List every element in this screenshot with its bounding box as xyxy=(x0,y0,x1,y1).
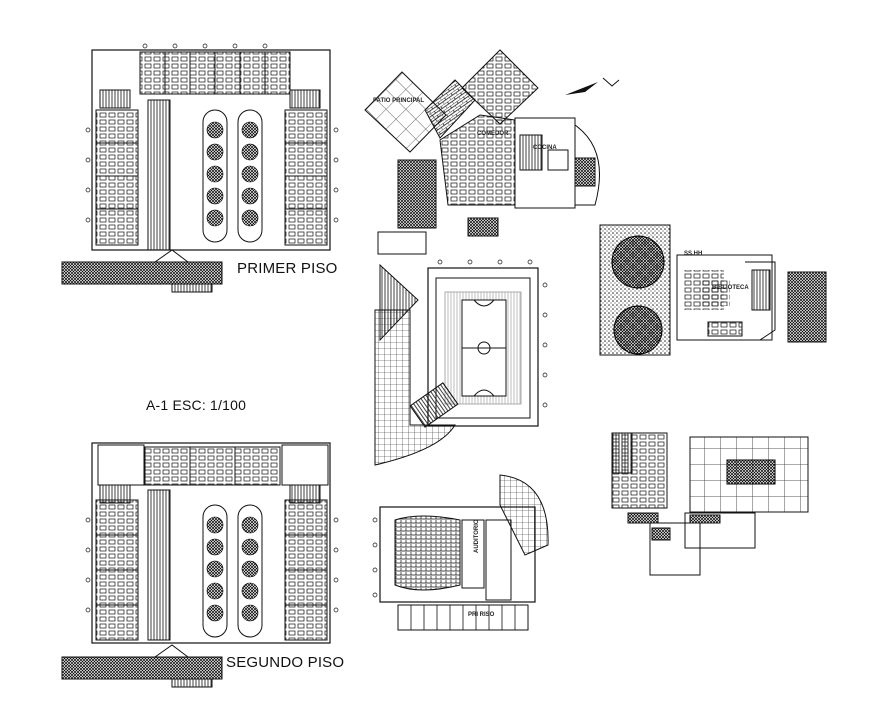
room-label-sshh: SS.HH xyxy=(684,251,703,257)
room-label-auditorio: AUDITORIO xyxy=(474,519,480,553)
first-floor-plan xyxy=(61,43,339,293)
room-label-patio: PATIO PRINCIPAL xyxy=(373,98,424,104)
dining-kitchen-plan xyxy=(364,49,620,237)
second-floor-label: SEGUNDO PISO xyxy=(226,654,345,671)
room-label-piso: PRI RISO xyxy=(468,612,495,618)
second-floor-plan xyxy=(61,442,339,688)
annex-plan xyxy=(611,432,809,576)
sports-court-plan xyxy=(374,231,548,466)
room-label-biblioteca: BIBLIOTECA xyxy=(712,285,749,291)
room-label-comedor: COMEDOR xyxy=(477,131,509,137)
scale-note: A-1 ESC: 1/100 xyxy=(146,397,247,413)
auditorium-plan xyxy=(372,474,549,631)
first-floor-label: PRIMER PISO xyxy=(237,260,338,277)
room-label-cocina: COCINA xyxy=(533,145,557,151)
library-plan xyxy=(599,224,827,356)
